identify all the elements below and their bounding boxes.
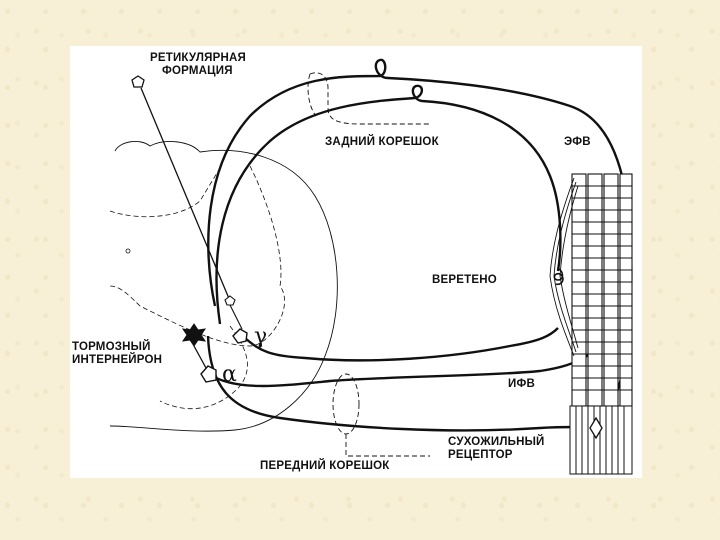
- tendon-receptor: [589, 416, 603, 440]
- gamma-efferent-fiber: [244, 327, 559, 362]
- gamma-interneuron-small: [224, 295, 236, 306]
- label-gamma: γ: [254, 324, 268, 349]
- label-efv: ЭФВ: [564, 136, 591, 148]
- label-alpha: α: [222, 362, 237, 387]
- spindle-intrafusal: [549, 177, 579, 357]
- gamma-motoneuron: [232, 328, 248, 344]
- grey-matter-dashed: [109, 165, 285, 347]
- ventral-root-leader: [345, 434, 430, 457]
- muscle-striations: [572, 185, 632, 391]
- label-reticular-formation-2: ФОРМАЦИЯ: [162, 65, 233, 77]
- tendon: [569, 405, 633, 475]
- label-ventral-root: ПЕРЕДНИЙ КОРЕШОК: [260, 460, 390, 472]
- central-canal: [125, 248, 131, 254]
- dorsal-root-ganglion-dashed: [309, 72, 430, 125]
- afferent-fiber-outer: [207, 58, 633, 427]
- interneuron-to-alpha: [193, 345, 207, 369]
- grey-matter-dashed-lower: [159, 325, 248, 409]
- afferent-fiber-inner: [215, 84, 562, 325]
- alpha-efferent-fiber: [211, 353, 591, 388]
- descending-branch: [229, 304, 243, 330]
- reticulospinal-fiber: [140, 87, 231, 302]
- tendon-afferent-fiber: [206, 335, 599, 432]
- label-spindle: ВЕРЕТЕНО: [432, 274, 497, 286]
- reflex-arc-diagram: [109, 58, 633, 475]
- label-dorsal-root: ЗАДНИЙ КОРЕШОК: [325, 136, 439, 148]
- spinal-cord-outline: [109, 140, 338, 432]
- label-tendon-receptor-2: РЕЦЕПТОР: [448, 449, 513, 461]
- diagram-slide: РЕТИКУЛЯРНАЯ ФОРМАЦИЯ ЗАДНИЙ КОРЕШОК ЭФВ…: [70, 46, 642, 478]
- spindle-afferent-coil: [553, 267, 564, 286]
- dorsal-root-dashed-2: [307, 73, 317, 117]
- label-ifv: ИФВ: [508, 378, 535, 390]
- reticular-neuron: [131, 75, 145, 88]
- label-reticular-formation-1: РЕТИКУЛЯРНАЯ: [150, 52, 246, 64]
- label-inhibitory-2: ИНТЕРНЕЙРОН: [72, 354, 163, 366]
- label-inhibitory-1: ТОРМОЗНЫЙ: [72, 341, 151, 353]
- label-tendon-receptor-1: СУХОЖИЛЬНЫЙ: [448, 436, 545, 448]
- muscle-fibers: [571, 173, 633, 407]
- alpha-motoneuron: [200, 365, 217, 383]
